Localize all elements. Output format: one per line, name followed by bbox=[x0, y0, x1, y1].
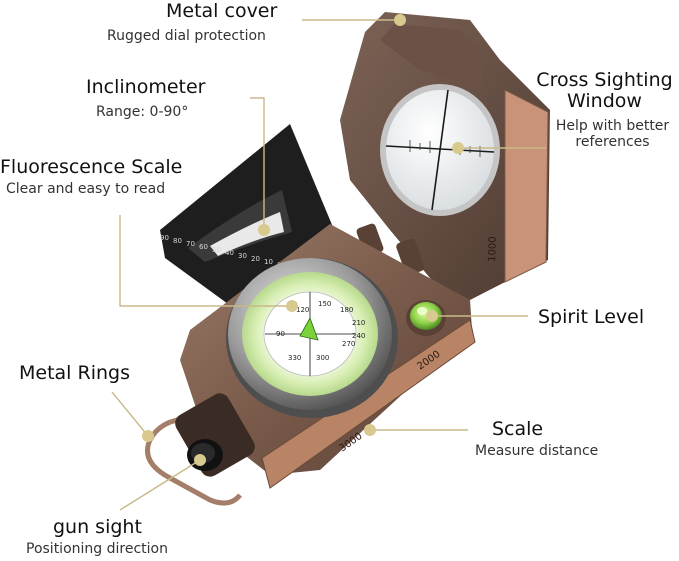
metal-cover-title: Metal cover bbox=[166, 0, 278, 22]
inclinometer-subtitle: Range: 0-90° bbox=[96, 104, 189, 120]
leader-lines bbox=[111, 19, 546, 511]
metal-cover-subtitle: Rugged dial protection bbox=[107, 28, 266, 44]
inclinometer-number: 40 bbox=[225, 249, 234, 257]
inclinometer-number: 50 bbox=[212, 246, 221, 254]
fluorescence-scale-subtitle: Clear and easy to read bbox=[6, 181, 166, 197]
cross-sighting-subtitle-line1: Help with better bbox=[555, 118, 670, 134]
dial-number: 180 bbox=[340, 306, 353, 314]
dial-number: 120 bbox=[296, 306, 309, 314]
inclinometer-number: 60 bbox=[199, 243, 208, 251]
inclinometer-title: Inclinometer bbox=[86, 76, 206, 98]
spirit-level-title: Spirit Level bbox=[538, 306, 645, 328]
inclinometer-number: 20 bbox=[251, 255, 260, 263]
gun-sight bbox=[175, 393, 255, 477]
compass-dial: 150 180 210 120 90 270 300 330 240 bbox=[226, 258, 398, 418]
ruler-1000: 1000 bbox=[487, 236, 499, 262]
gun-sight-subtitle: Positioning direction bbox=[26, 541, 168, 557]
inclinometer-number: 70 bbox=[186, 240, 195, 248]
scale-title: Scale bbox=[492, 418, 544, 440]
cross-sighting-window bbox=[380, 84, 500, 216]
inclinometer-number: 90 bbox=[160, 234, 169, 242]
cross-sighting-title-line2: Window bbox=[567, 90, 642, 112]
inclinometer-number: 10 bbox=[264, 258, 273, 266]
cross-sighting-title-line1: Cross Sighting bbox=[536, 69, 673, 91]
inclinometer-number: 30 bbox=[238, 252, 247, 260]
fluorescence-scale-title: Fluorescence Scale bbox=[0, 156, 183, 178]
scale-subtitle: Measure distance bbox=[475, 443, 599, 459]
spirit-level bbox=[406, 300, 446, 336]
metal-rings-title: Metal Rings bbox=[19, 362, 130, 384]
inclinometer-number: 80 bbox=[173, 237, 182, 245]
dial-number: 270 bbox=[342, 340, 355, 348]
dial-number: 240 bbox=[352, 332, 365, 340]
dial-number: 210 bbox=[352, 319, 365, 327]
dial-number: 150 bbox=[318, 300, 331, 308]
gun-sight-title: gun sight bbox=[53, 516, 142, 538]
dial-number: 300 bbox=[316, 354, 329, 362]
dial-number: 330 bbox=[288, 354, 301, 362]
cross-sighting-subtitle-line2: references bbox=[575, 134, 650, 150]
leader-dots bbox=[142, 14, 464, 466]
dial-number: 90 bbox=[276, 330, 285, 338]
